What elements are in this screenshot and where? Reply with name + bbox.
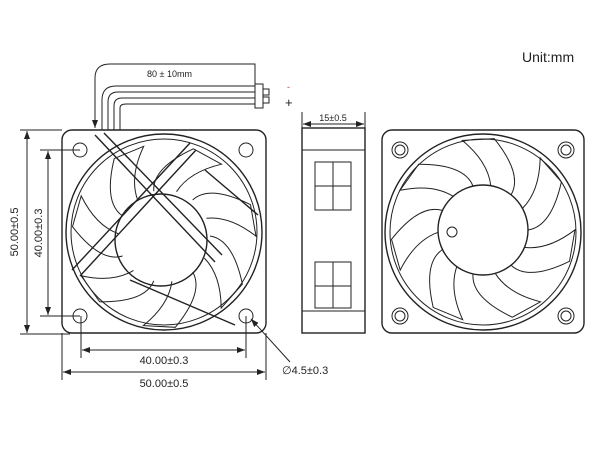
fan-blade [390, 208, 443, 272]
side-view: 15±0.5 [301, 112, 366, 334]
fan-blade [153, 148, 223, 192]
width-outer-label: 50.00±0.5 [140, 378, 189, 390]
cable-length-label: 80 ± 10mm [147, 69, 192, 79]
front-dimensions: 50.00±0.5 40.00±0.3 40.00±0.3 50.00±0.5 … [9, 129, 328, 390]
connector-minus: - [287, 82, 290, 92]
fan-blade [71, 194, 123, 258]
mount-hole [557, 141, 575, 159]
fan-blade [510, 228, 576, 273]
cable: 80 ± 10mm - + [92, 63, 293, 130]
fan-blade [79, 269, 155, 303]
width-holes-label: 40.00±0.3 [140, 355, 189, 367]
mount-hole [391, 307, 409, 325]
back-view [381, 129, 585, 334]
thickness-label: 15±0.5 [319, 113, 346, 123]
mount-hole [238, 142, 254, 158]
fan-blade [141, 271, 197, 328]
height-outer-label: 50.00±0.5 [9, 208, 21, 257]
cable-length-dimension [94, 63, 256, 128]
connector-plus: + [285, 95, 293, 110]
hole-diameter-label: ∅4.5±0.3 [282, 365, 328, 377]
fan-blade [460, 138, 516, 196]
connector [254, 83, 264, 109]
fan-blade [429, 249, 464, 321]
front-view [61, 129, 267, 334]
unit-label: Unit:mm [522, 49, 574, 65]
fan-blade [109, 145, 145, 217]
fan-blade [398, 163, 474, 197]
fan-blade [192, 192, 257, 238]
height-holes-label: 40.00±0.3 [33, 209, 45, 258]
fan-blade [472, 273, 542, 318]
hub [437, 184, 529, 276]
fan-blade [522, 156, 562, 231]
mount-hole [557, 307, 575, 325]
fan-blade [204, 235, 243, 310]
mount-hole [391, 141, 409, 159]
